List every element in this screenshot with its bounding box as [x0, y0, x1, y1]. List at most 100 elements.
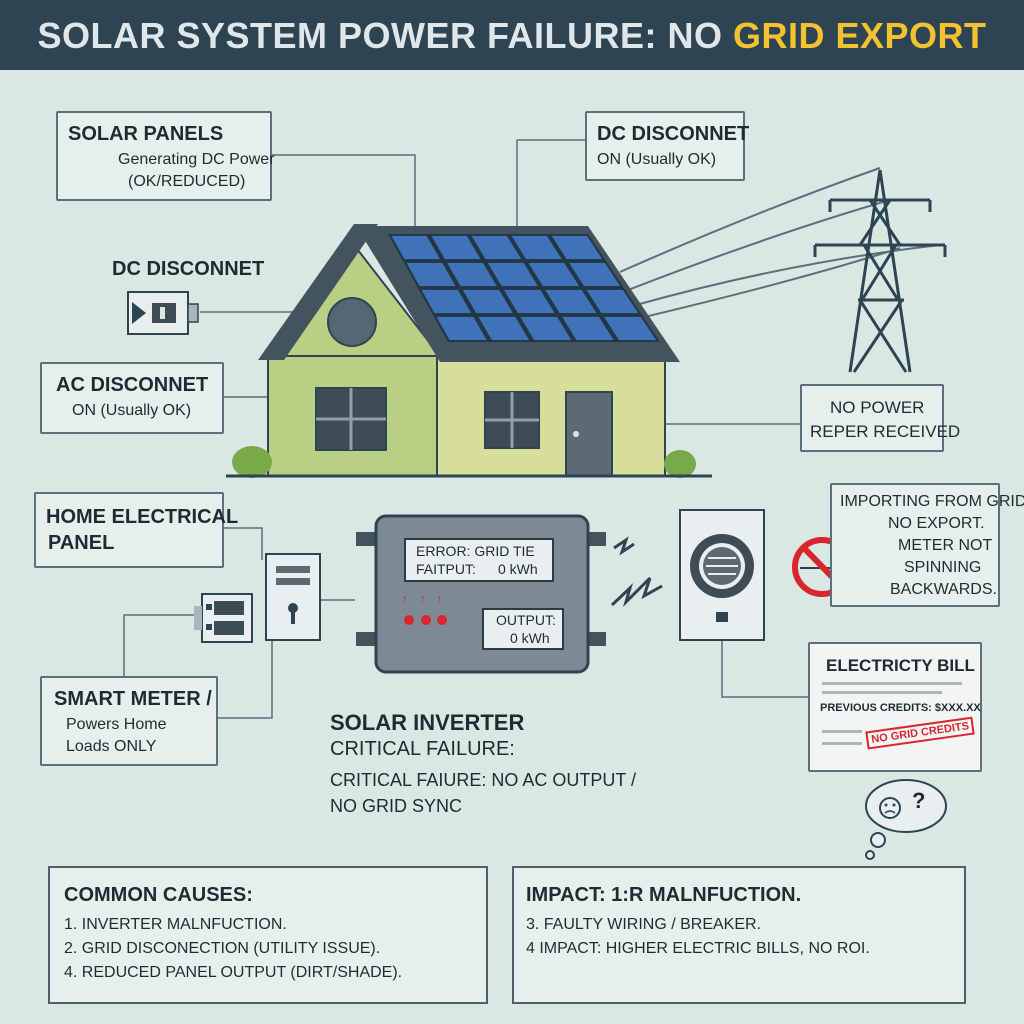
smart-meter-callout: SMART METER / Powers Home Loads ONLY: [40, 676, 218, 766]
solar-panel-cell: [562, 316, 614, 341]
importing-line5: BACKWARDS.: [890, 581, 997, 598]
inverter-error-line2b: 0 kWh: [498, 561, 538, 577]
leader-bill: [721, 620, 808, 698]
outlet-box-icon: [194, 593, 253, 643]
smart-meter-line1: Powers Home: [66, 716, 167, 733]
cause-item-1: 1. INVERTER MALNFUCTION.: [64, 916, 287, 933]
cause-item-2: 2. GRID DISCONECTION (UTILITY ISSUE).: [64, 940, 381, 957]
leader-solar-panels: [270, 154, 416, 232]
solar-panel-cell: [431, 235, 481, 260]
dc-disconnect-switch-icon: [127, 291, 199, 335]
solar-panel-cell: [478, 316, 530, 341]
svg-text:↑: ↑: [437, 593, 443, 605]
impact-item-1: 3. FAULTY WIRING / BREAKER.: [526, 916, 762, 933]
no-grid-credits-stamp: NO GRID CREDITS: [865, 716, 976, 750]
importing-line1: IMPORTING FROM GRID: [840, 493, 1024, 510]
home-panel-line1: HOME ELECTRICAL: [46, 506, 239, 528]
solar-panel-cell: [604, 316, 657, 341]
bill-lines-bottom2: [822, 742, 862, 745]
solar-panel-cell: [511, 235, 562, 260]
solar-panel-cell: [586, 289, 639, 314]
solar-panel-cell: [471, 235, 522, 260]
solar-panel-cell: [406, 262, 456, 287]
solar-panel-cell: [528, 262, 580, 287]
inverter-label-line1: CRITICAL FAILURE:: [330, 738, 515, 760]
importing-line2: NO EXPORT.: [888, 515, 985, 532]
solar-panel-cell: [569, 262, 621, 287]
transmission-tower-icon: [813, 169, 947, 373]
solar-panel-cell: [391, 235, 440, 260]
bill-lines-top2: [822, 691, 942, 694]
svg-text:↑: ↑: [420, 593, 426, 605]
impact-box: IMPACT: 1:R MALNFUCTION. 3. FAULTY WIRIN…: [512, 866, 966, 1004]
solar-panels-substatus: (OK/REDUCED): [128, 173, 246, 190]
inverter-arrows: ↑ ↑ ↑: [402, 593, 443, 605]
bill-previous-credits: PREVIOUS CREDITS: $XXX.XX: [820, 702, 981, 714]
solar-panel-cell: [487, 262, 538, 287]
title-main: SOLAR SYSTEM POWER FAILURE: NO: [37, 15, 733, 56]
solar-panel-cell: [504, 289, 555, 314]
inverter-output-line2: 0 kWh: [510, 630, 550, 646]
svg-text:↑: ↑: [402, 593, 408, 605]
solar-panel-cell: [551, 235, 603, 260]
solar-panel-cell: [520, 316, 572, 341]
inverter-label-line3: NO GRID SYNC: [330, 796, 463, 816]
leader-meter-a: [123, 614, 194, 678]
no-power-line1: NO POWER: [830, 398, 925, 417]
importing-line3: METER NOT: [898, 537, 993, 554]
inverter-error-line2a: FAITPUT:: [416, 561, 476, 577]
page-title: SOLAR SYSTEM POWER FAILURE: NO GRID EXPO…: [0, 0, 1024, 70]
solar-panel-cell: [462, 289, 513, 314]
bill-lines-top: [822, 682, 962, 685]
inverter-label-line2: CRITICAL FAIURE: NO AC OUTPUT /: [330, 770, 637, 790]
solar-panels-callout: SOLAR PANELS Generating DC Power (OK/RED…: [56, 111, 275, 201]
home-panel-icon: [265, 553, 321, 641]
inverter-output-display: OUTPUT: 0 kWh: [482, 608, 564, 650]
smart-meter-line2: Loads ONLY: [66, 738, 157, 755]
bill-title: ELECTRICTY BILL: [826, 656, 975, 675]
leader-meter-b: [216, 640, 273, 719]
smart-meter-icon: [679, 509, 765, 641]
status-led-1: [404, 615, 414, 625]
inverter-output-line1: OUTPUT:: [496, 612, 556, 628]
status-led-3: [437, 615, 447, 625]
causes-title: COMMON CAUSES:: [64, 884, 253, 906]
solar-panel-cell: [421, 289, 472, 314]
common-causes-box: COMMON CAUSES: 1. INVERTER MALNFUCTION. …: [48, 866, 488, 1004]
inverter-error-line1: ERROR: GRID TIE: [416, 543, 535, 559]
importing-callout: IMPORTING FROM GRID NO EXPORT. METER NOT…: [830, 483, 1024, 607]
dc-disconnect-top-title: DC DISCONNET: [597, 123, 750, 145]
solar-panels-status: Generating DC Power: [118, 151, 275, 168]
home-panel-callout: HOME ELECTRICAL PANEL: [34, 492, 238, 568]
dc-disconnect-top-status: ON (Usually OK): [597, 151, 717, 168]
importing-line4: SPINNING: [904, 559, 982, 576]
no-power-callout: NO POWER REPER RECEIVED: [800, 384, 960, 452]
solar-panel-cell: [436, 316, 487, 341]
no-power-line2: REPER RECEIVED: [810, 422, 961, 441]
leader-dc-top: [516, 139, 585, 232]
confused-face-icon: [865, 779, 947, 860]
dc-disconnect-left-label: DC DISCONNET: [112, 258, 265, 280]
ac-disconnect-title: AC DISCONNET: [56, 374, 209, 396]
thought-question-marks: ?: [912, 788, 926, 813]
solar-panel-cell: [447, 262, 497, 287]
title-banner: [0, 0, 1024, 70]
electricity-bill: ELECTRICTY BILL PREVIOUS CREDITS: $XXX.X…: [808, 642, 982, 772]
warning-bolt-icon: [610, 536, 663, 608]
solar-panel-cell: [545, 289, 597, 314]
solar-panel-array: [388, 234, 660, 342]
impact-title: IMPACT: 1:R MALNFUCTION.: [526, 884, 802, 906]
inverter-error-display: ERROR: GRID TIE FAITPUT: 0 kWh: [404, 538, 554, 582]
leader-lines: [123, 139, 808, 719]
leader-home-panel: [222, 527, 263, 560]
cause-item-3: 4. REDUCED PANEL OUTPUT (DIRT/SHADE).: [64, 964, 403, 981]
title-highlight: GRID EXPORT: [733, 15, 987, 56]
dc-disconnect-top-callout: DC DISCONNET ON (Usually OK): [585, 111, 749, 181]
inverter-label-title: SOLAR INVERTER: [330, 710, 525, 735]
ac-disconnect-status: ON (Usually OK): [72, 402, 192, 419]
ac-disconnect-callout: AC DISCONNET ON (Usually OK): [40, 362, 224, 434]
status-led-2: [421, 615, 431, 625]
solar-panel-frame: [388, 234, 660, 342]
smart-meter-title: SMART METER /: [54, 688, 212, 710]
power-lines: [619, 167, 941, 319]
